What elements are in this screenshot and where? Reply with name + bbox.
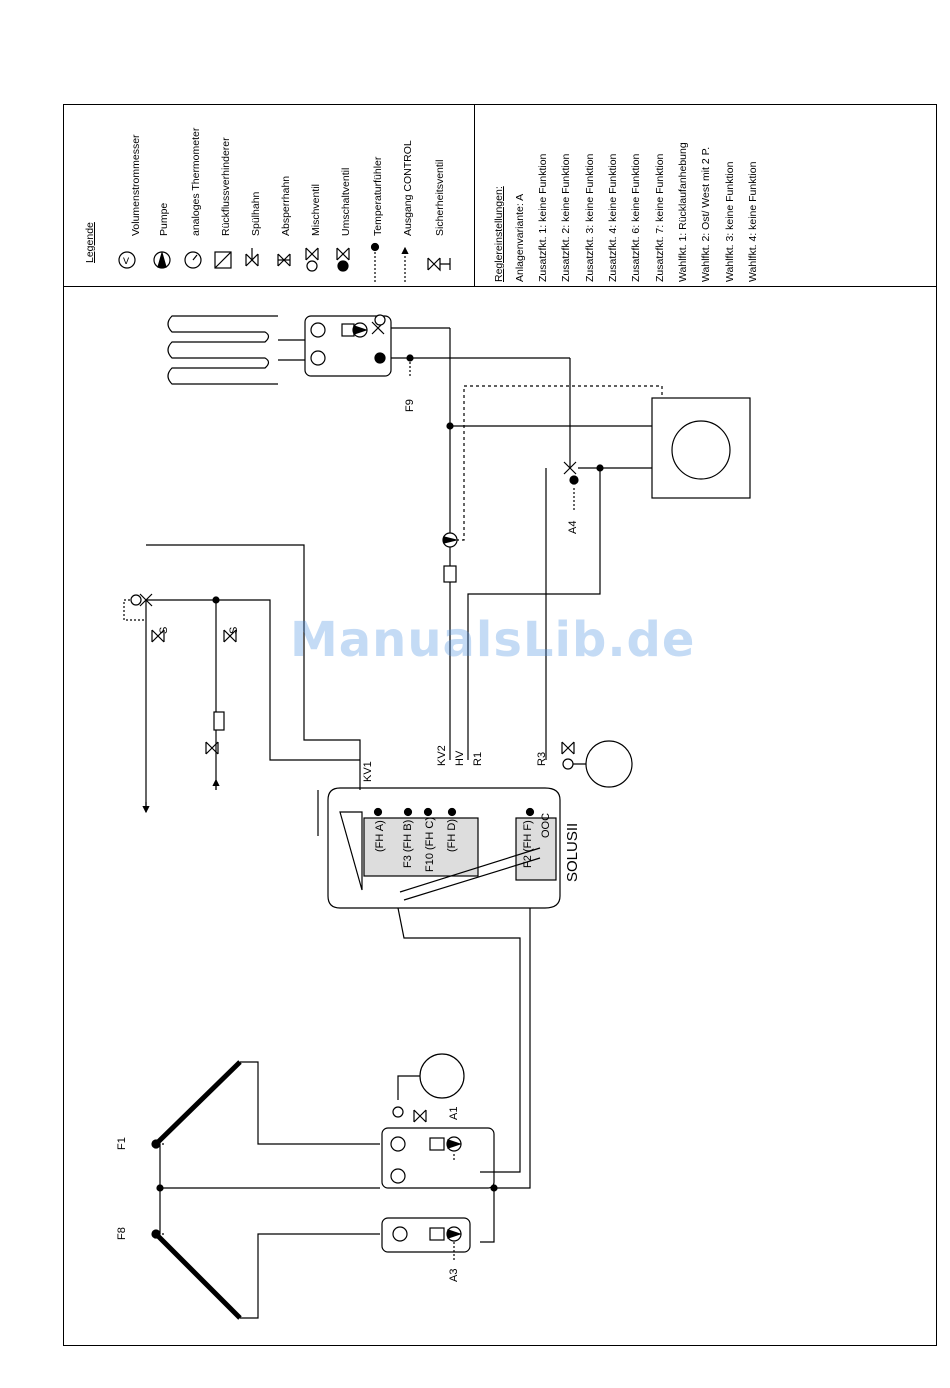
legend-item-control-output: Ausgang CONTROL bbox=[402, 140, 414, 236]
flow-meter-icon: V bbox=[118, 251, 136, 269]
flush-valve-icon bbox=[245, 248, 259, 267]
label-r3: R3 bbox=[536, 751, 548, 766]
label-fhf: (FH F) bbox=[522, 820, 534, 852]
label-fhb: F3 (FH B) bbox=[402, 819, 414, 868]
settings-item: Wahlfkt. 3: keine Funktion bbox=[724, 161, 736, 282]
label-f8: F8 bbox=[116, 1227, 128, 1240]
tank-name: SOLUSII bbox=[564, 822, 581, 882]
safety-valve-icon bbox=[427, 257, 451, 272]
settings-item: Wahlfkt. 1: Rücklaufanhebung bbox=[677, 142, 689, 282]
label-kv1: KV1 bbox=[362, 761, 374, 782]
label-a3: A3 bbox=[448, 1268, 460, 1282]
boiler-burner bbox=[671, 420, 731, 480]
settings-item: Zusatzfkt. 2: keine Funktion bbox=[560, 153, 572, 282]
settings-item: Zusatzfkt. 1: keine Funktion bbox=[537, 153, 549, 282]
label-s1: S bbox=[158, 626, 170, 634]
settings-item: Wahlfkt. 2: Ost/ West mit 2 P. bbox=[700, 146, 712, 282]
label-f1: F1 bbox=[116, 1137, 128, 1150]
legend-title: Legende bbox=[84, 222, 96, 263]
legend-item-thermometer: analoges Thermometer bbox=[190, 127, 202, 236]
label-f2: F2 bbox=[522, 855, 534, 868]
label-a4: A4 bbox=[567, 520, 579, 534]
legend-item-mixing-valve: Mischventil bbox=[310, 184, 322, 236]
label-f9: F9 bbox=[404, 399, 416, 412]
expansion-vessel-solar bbox=[419, 1053, 465, 1099]
header-divider bbox=[63, 286, 937, 287]
boiler-box bbox=[651, 397, 751, 499]
settings-item: Anlagenvariante: A bbox=[514, 193, 526, 282]
label-a1: A1 bbox=[448, 1106, 460, 1120]
legend-item-shutoff-valve: Absperrhahn bbox=[280, 175, 292, 236]
label-fha: (FH A) bbox=[374, 820, 386, 852]
label-r1: R1 bbox=[472, 751, 484, 766]
label-hv: HV bbox=[454, 750, 466, 766]
settings-item: Wahlfkt. 4: keine Funktion bbox=[747, 161, 759, 282]
floor-heating-coil bbox=[167, 315, 278, 385]
settings-item: Zusatzfkt. 4: keine Funktion bbox=[607, 153, 619, 282]
svg-text:V: V bbox=[123, 257, 130, 267]
shutoff-valve-icon bbox=[277, 253, 291, 267]
collector-f8 bbox=[154, 1232, 242, 1320]
legend-item-flow-meter: Volumenstrommesser bbox=[130, 134, 142, 236]
legend-symbols: V bbox=[118, 242, 451, 282]
expansion-vessel-heating bbox=[585, 740, 633, 788]
watermark: ManualsLib.de bbox=[290, 612, 696, 668]
legend-item-pump: Pumpe bbox=[158, 202, 170, 236]
legend-item-diverter-valve: Umschaltventil bbox=[340, 167, 352, 236]
legend-item-temp-sensor: Temperaturfühler bbox=[372, 156, 384, 236]
label-fhc: F10 (FH C) bbox=[424, 817, 436, 872]
collector-f1 bbox=[154, 1060, 242, 1146]
settings-title: Reglereinstellungen: bbox=[493, 186, 505, 282]
settings-item: Zusatzfkt. 6: keine Funktion bbox=[630, 153, 642, 282]
legend-item-flush-valve: Spülhahn bbox=[250, 191, 262, 236]
thermometer-icon bbox=[184, 251, 202, 269]
label-kv2: KV2 bbox=[436, 745, 448, 766]
solar-module-2 bbox=[381, 1217, 471, 1253]
solar-module-1 bbox=[381, 1127, 495, 1189]
mixing-valve-icon bbox=[305, 247, 319, 272]
components bbox=[130, 314, 604, 1260]
header-column-divider bbox=[474, 104, 475, 286]
legend-item-check-valve: Rückflussverhinderer bbox=[220, 137, 232, 236]
label-fhd: (FH D) bbox=[446, 819, 458, 852]
label-ooc: OOC bbox=[540, 812, 552, 838]
settings-item: Zusatzfkt. 7: keine Funktion bbox=[654, 153, 666, 282]
diverter-valve-icon bbox=[336, 247, 350, 272]
storage-tank bbox=[327, 787, 561, 909]
legend-item-safety-valve: Sicherheitsventil bbox=[434, 159, 446, 236]
check-valve-icon bbox=[214, 251, 232, 269]
label-s2: S bbox=[228, 626, 240, 634]
settings-item: Zusatzfkt. 3: keine Funktion bbox=[584, 153, 596, 282]
pipes bbox=[123, 315, 751, 1320]
heating-circuit-module bbox=[304, 315, 392, 377]
temp-sensor-icon bbox=[370, 242, 380, 282]
pump-icon bbox=[153, 250, 171, 269]
drawing-frame bbox=[63, 104, 937, 1346]
